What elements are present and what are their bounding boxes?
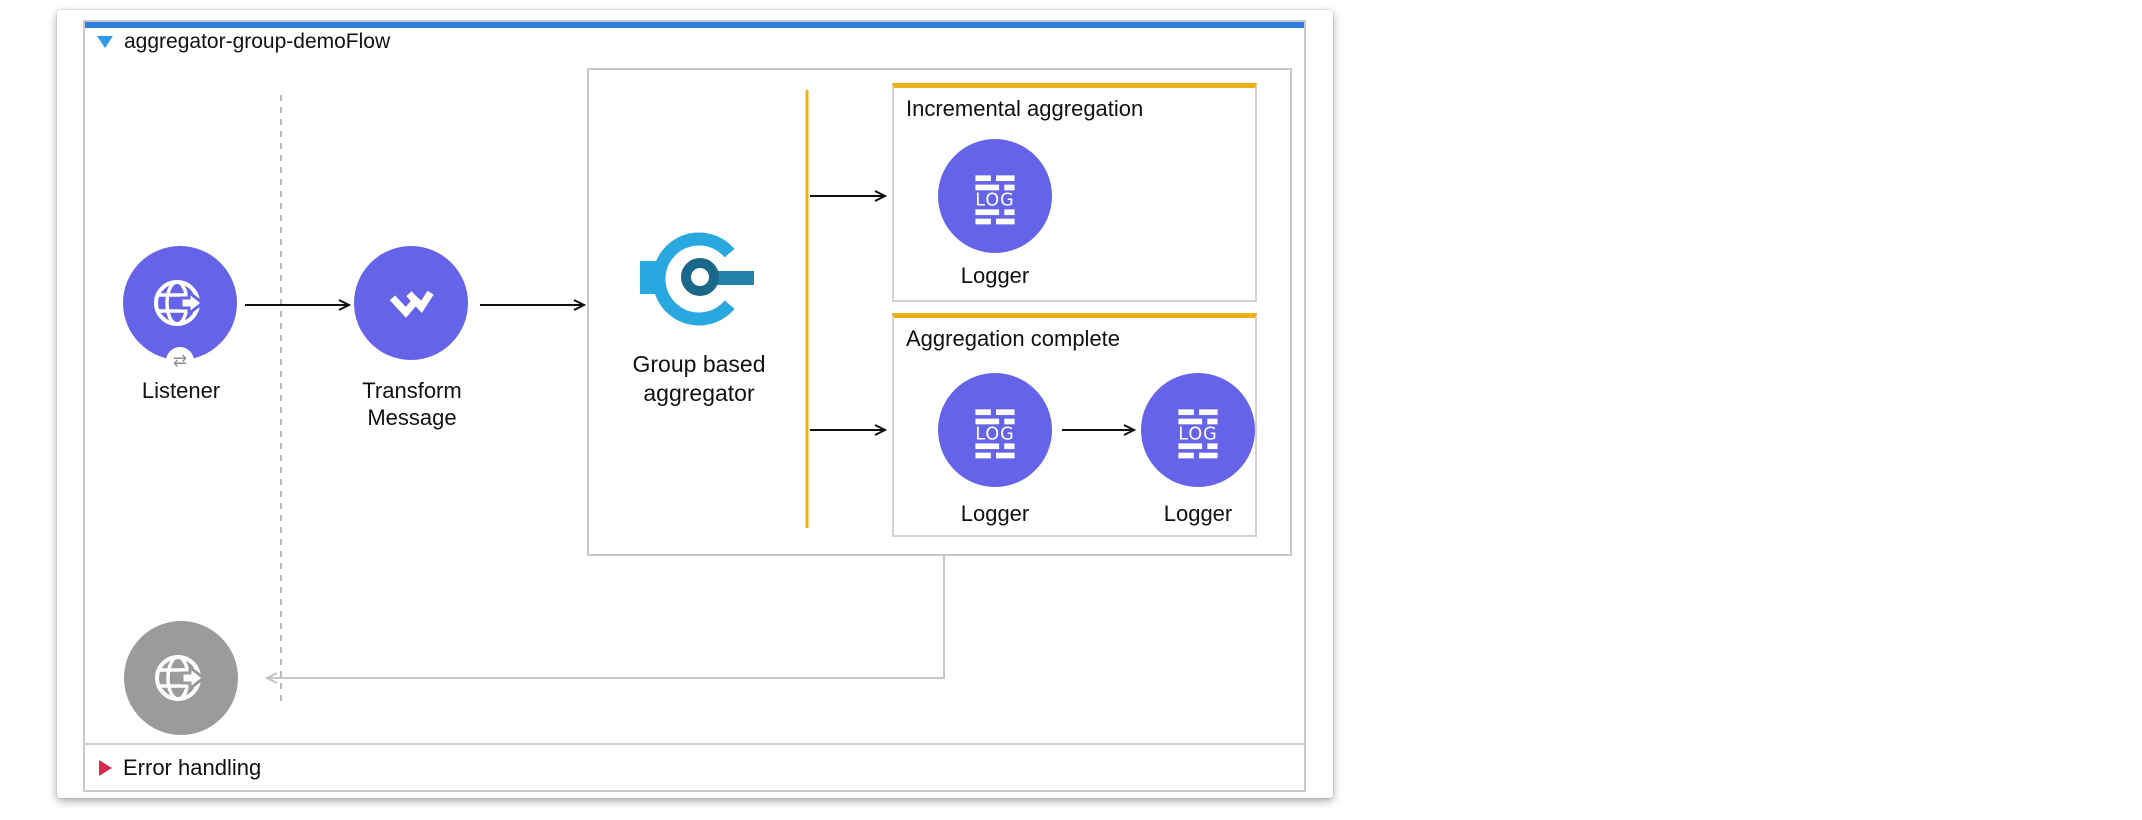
logger-incremental-node[interactable]: LOG <box>938 139 1052 253</box>
branch-incremental-title: Incremental aggregation <box>906 96 1144 121</box>
transform-message-node[interactable] <box>354 246 468 360</box>
logger-complete-a-label: Logger <box>960 501 1030 526</box>
ghost-listener-node[interactable] <box>124 621 238 735</box>
http-exchange-badge: ⇄ <box>166 347 194 375</box>
blue-triangle-down-icon[interactable] <box>97 36 113 48</box>
log-icon: LOG <box>975 175 1015 225</box>
http-globe-arrow-icon <box>155 655 206 701</box>
log-icon: LOG <box>1178 409 1218 459</box>
log-icon-text: LOG <box>1178 424 1218 444</box>
logger-complete-b-label: Logger <box>1163 501 1233 526</box>
exchange-arrows-icon: ⇄ <box>172 351 188 370</box>
flow-title: aggregator-group-demoFlow <box>124 30 391 53</box>
http-globe-arrow-icon <box>154 280 205 326</box>
flow-selected-bar <box>85 22 1304 28</box>
error-handling-section[interactable]: Error handling <box>85 743 1304 790</box>
dataweave-icon <box>389 290 434 318</box>
logger-incremental-label: Logger <box>960 263 1030 288</box>
aggregator-target-icon[interactable] <box>625 223 757 335</box>
flow-header[interactable]: aggregator-group-demoFlow <box>97 30 390 54</box>
listener-node[interactable] <box>123 246 237 360</box>
group-aggregator-label: Group based aggregator <box>632 351 766 406</box>
branch-complete-title: Aggregation complete <box>906 326 1121 351</box>
log-icon-text: LOG <box>975 190 1015 210</box>
logger-complete-a-node[interactable]: LOG <box>938 373 1052 487</box>
transform-message-label: Transform Message <box>362 378 462 430</box>
listener-label: Listener <box>141 378 221 403</box>
log-icon: LOG <box>975 409 1015 459</box>
log-icon-text: LOG <box>975 424 1015 444</box>
error-handling-label: Error handling <box>123 754 262 780</box>
red-triangle-right-icon[interactable] <box>99 759 112 776</box>
logger-complete-b-node[interactable]: LOG <box>1141 373 1255 487</box>
